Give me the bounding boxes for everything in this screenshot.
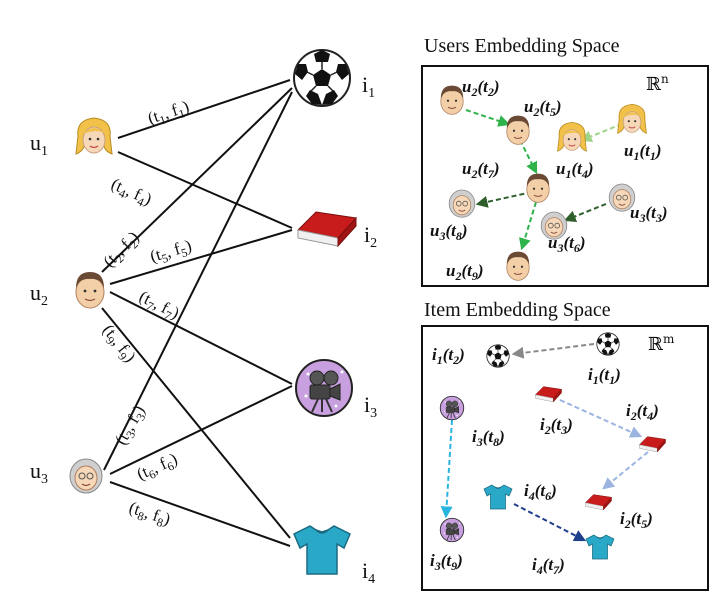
users-node-label-u2t7: u2(t7) (462, 159, 500, 181)
movie-camera-icon (439, 395, 465, 421)
edge-u1-i1 (117, 79, 291, 139)
users-space-title: Users Embedding Space (424, 35, 620, 57)
edge-label-t6f6: (t6, f6) (134, 449, 182, 486)
user-nodes: u1 u2 u3 (30, 117, 113, 494)
items-node-label-i2t3: i2(t3) (540, 415, 573, 437)
movie-camera-icon (295, 359, 353, 417)
edge-labels: (t1, f1) (t4, f4) (t2, f2) (t5, f5) (t7,… (96, 97, 194, 532)
soccer-ball-icon (293, 49, 351, 107)
edge-u3-i3 (109, 385, 293, 475)
edge-label-t9f9: (t9, f9) (96, 321, 139, 368)
man-face-icon (526, 173, 550, 203)
item-label-i3: i3 (364, 392, 377, 421)
users-arrow-u1t1-u1t4 (579, 123, 623, 143)
edge-u2-i2 (109, 229, 293, 285)
girl-face-icon (617, 103, 647, 134)
edge-label-t7f7: (t7, f7) (135, 287, 183, 326)
items-arrow-i3t8-i3t9 (440, 419, 453, 519)
items-space-label: ℝm (648, 332, 675, 355)
user-node-u2: u2 (30, 271, 105, 309)
item-node-i2: i2 (297, 211, 377, 251)
old-woman-face-icon (69, 458, 103, 494)
items-arrow-i4t6-i4t7 (513, 503, 587, 542)
man-face-icon (506, 115, 530, 145)
user-label-u3: u3 (30, 458, 48, 487)
items-node-label-i1t1: i1(t1) (588, 365, 621, 387)
edge-label-t4f4: (t4, f4) (107, 174, 155, 211)
items-node-label-i2t4: i2(t4) (626, 401, 659, 423)
items-node-label-i1t2: i1(t2) (432, 345, 465, 367)
items-node-label-i3t9: i3(t9) (430, 551, 463, 573)
item-node-i4: i4 (293, 525, 375, 587)
users-embedding-panel: Users Embedding Space ℝn u2(t2) u2(t5) u… (421, 35, 709, 287)
user-node-u3: u3 (30, 458, 103, 494)
users-node-label-u2t2: u2(t2) (462, 77, 500, 99)
girl-face-icon (557, 121, 587, 152)
users-node-label-u3t8: u3(t8) (430, 221, 468, 243)
item-label-i2: i2 (364, 222, 377, 251)
items-embedding-panel: Item Embedding Space ℝm i1(t2) i1(t1) i3… (421, 299, 709, 591)
book-icon (297, 211, 357, 247)
user-label-u1: u1 (30, 130, 48, 159)
items-arrow-i2t4-i2t5 (602, 451, 649, 490)
movie-camera-icon (439, 517, 465, 543)
item-node-i3: i3 (295, 359, 377, 421)
users-arrow-u3t3-u3t6 (563, 203, 607, 223)
items-node-label-i2t5: i2(t5) (620, 509, 653, 531)
items-arrow-i2t3-i2t4 (559, 399, 643, 438)
user-node-u1: u1 (30, 117, 113, 159)
old-woman-face-icon (448, 189, 476, 218)
items-arrow-i1t1-i1t2 (511, 343, 595, 359)
user-label-u2: u2 (30, 280, 48, 309)
items-node-label-i4t7: i4(t7) (532, 555, 565, 577)
man-face-icon (75, 271, 105, 309)
item-label-i4: i4 (362, 558, 375, 587)
users-node-label-u3t6: u3(t6) (548, 233, 586, 255)
soccer-ball-icon (596, 332, 620, 356)
users-node-label-u2t9: u2(t9) (446, 261, 484, 283)
man-face-icon (506, 251, 530, 281)
items-node-label-i3t8: i3(t8) (472, 427, 505, 449)
item-label-i1: i1 (362, 72, 375, 101)
item-node-i1: i1 (293, 49, 375, 107)
edge-label-t2f2: (t2, f2) (99, 228, 144, 273)
users-arrow-u2t5-u2t7 (519, 139, 538, 175)
edge-label-t5f5: (t5, f5) (148, 236, 195, 269)
soccer-ball-icon (486, 344, 510, 368)
items-node-label-i4t6: i4(t6) (524, 481, 557, 503)
users-node-label-u2t5: u2(t5) (524, 97, 562, 119)
tshirt-icon (293, 525, 351, 575)
edge-u3-i1 (103, 91, 293, 471)
users-node-label-u1t4: u1(t4) (556, 159, 594, 181)
users-arrow-u2t7-u2t9 (519, 201, 537, 251)
item-nodes: i1 i2 i3 i4 (293, 49, 377, 587)
items-space-title: Item Embedding Space (424, 299, 611, 321)
man-face-icon (440, 85, 464, 115)
items-space-box (421, 325, 709, 591)
edge-u3-i4 (109, 481, 291, 547)
edge-label-t1f1: (t1, f1) (145, 97, 192, 131)
edge-u1-i2 (117, 151, 293, 229)
edge-u2-i3 (109, 291, 293, 385)
users-arrow-u2t7-u3t8 (475, 191, 533, 208)
users-space-box (421, 65, 709, 287)
girl-face-icon (75, 117, 113, 155)
users-space-label: ℝn (646, 72, 669, 95)
interaction-edges (101, 79, 293, 547)
edge-u2-i4 (101, 307, 291, 539)
users-arrow-u2t2-u2t5 (465, 109, 511, 127)
users-node-label-u3t3: u3(t3) (630, 203, 668, 225)
edge-label-t3f3: (t3, f3) (111, 402, 151, 450)
edge-u2-i1 (101, 87, 293, 273)
users-node-label-u1t1: u1(t1) (624, 141, 662, 163)
